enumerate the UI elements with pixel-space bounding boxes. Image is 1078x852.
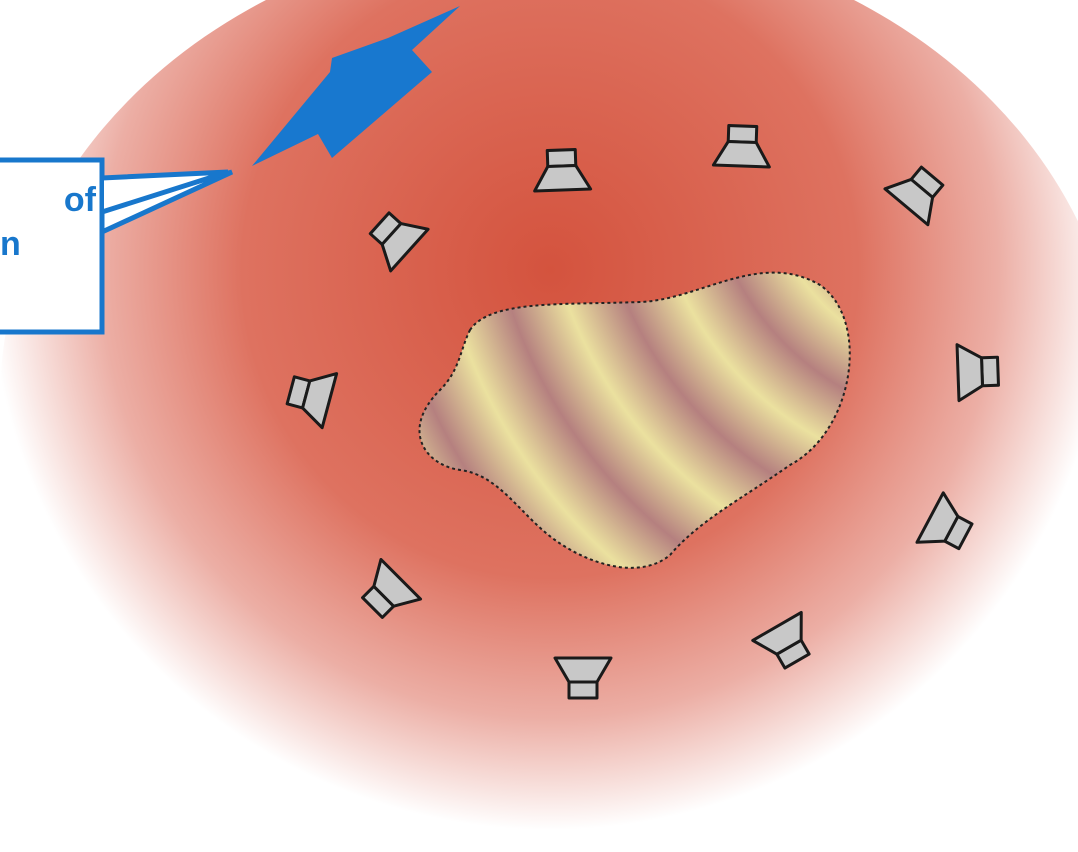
callout-line-1: of [0,178,96,222]
callout-text: of n [0,178,96,266]
callout-line-2: n [0,222,96,266]
